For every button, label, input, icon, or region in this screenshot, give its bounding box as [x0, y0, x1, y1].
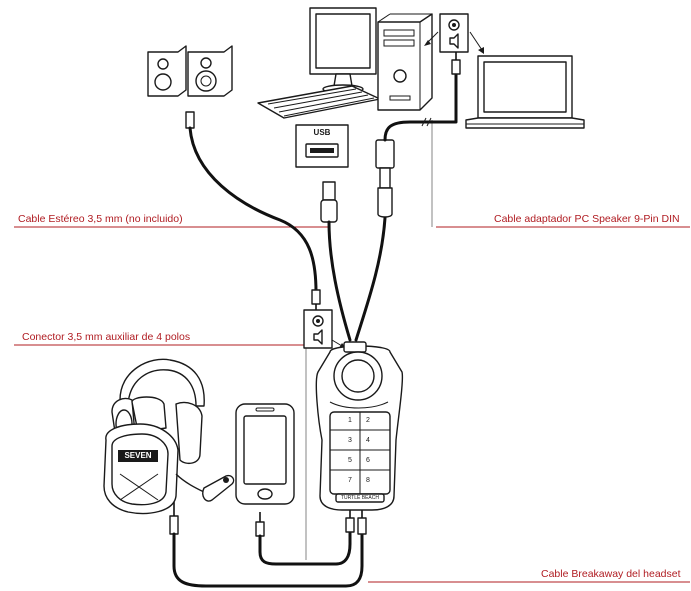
amp-button-5: 5	[348, 457, 352, 464]
speaker-jack-icon	[439, 13, 469, 53]
pc-tower	[377, 13, 433, 111]
usb-port-icon	[295, 124, 349, 168]
speaker-jack-icon	[303, 309, 333, 349]
amp-brand: TURTLE BEACH	[341, 495, 379, 501]
headset-amplifier	[315, 341, 404, 511]
pc-speaker-adapter-label: Cable adaptador PC Speaker 9-Pin DIN	[494, 213, 680, 225]
callout-arrows	[424, 31, 484, 54]
laptop	[465, 55, 585, 129]
keyboard	[257, 85, 381, 119]
amp-button-4: 4	[366, 437, 370, 444]
usb-port-label: USB	[313, 128, 331, 137]
amp-button-6: 6	[366, 457, 370, 464]
headset	[103, 358, 235, 515]
aux-connector-label: Conector 3,5 mm auxiliar de 4 polos	[22, 331, 191, 343]
amp-button-2: 2	[366, 417, 370, 424]
monitor	[309, 7, 377, 94]
stereo-speakers	[147, 45, 233, 97]
headset-brand: SEVEN	[124, 451, 152, 460]
amp-button-grid: 1 2 3 4 5 6 7 8	[330, 412, 390, 492]
smartphone	[235, 403, 295, 505]
breakaway-cable-label: Cable Breakaway del headset	[541, 568, 681, 580]
amp-button-7: 7	[348, 477, 352, 484]
amp-button-3: 3	[348, 437, 352, 444]
amp-button-8: 8	[366, 477, 370, 484]
cables	[169, 52, 461, 588]
stereo-cable-label: Cable Estéreo 3,5 mm (no incluido)	[18, 213, 183, 225]
amp-button-1: 1	[348, 417, 352, 424]
label-lines	[14, 120, 690, 583]
